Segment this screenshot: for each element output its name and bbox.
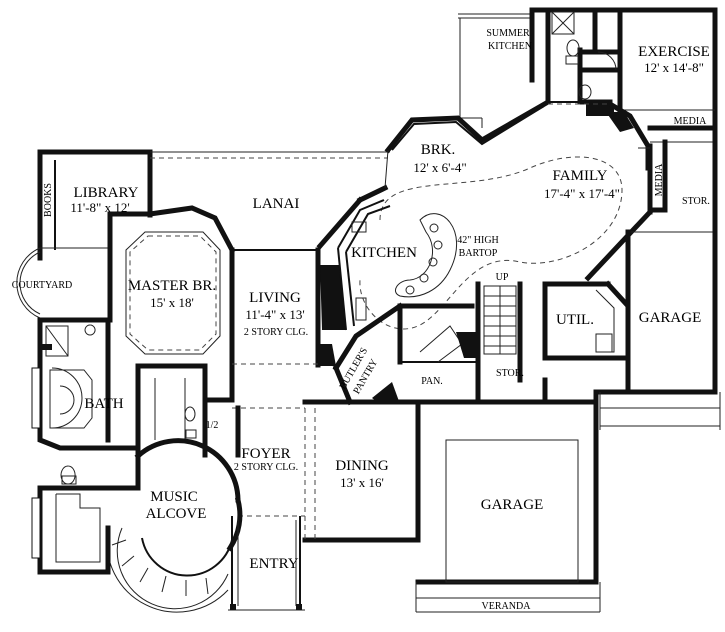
family-dimensions: 17'-4" x 17'-4" [544,186,620,201]
foyer-ceiling: 2 STORY CLG. [234,462,298,473]
kitchen-label: KITCHEN [351,245,417,261]
master-label: MASTER BR. [128,278,216,294]
music-label: MUSIC [150,489,198,505]
dining-dimensions: 13' x 16' [340,475,384,490]
summer-kitchen-label-2: KITCHEN [488,41,532,52]
exercise-dimensions: 12' x 14'-8" [644,60,704,75]
veranda-label: VERANDA [482,601,532,612]
stor-right-label: STOR. [682,196,710,207]
living-label: LIVING [249,290,301,306]
bath-label: BATH [84,396,123,412]
closet-half-bath [135,363,235,458]
music-entry [106,438,305,613]
svg-text:SUMMER: SUMMER [486,28,530,39]
svg-text:KITCHEN: KITCHEN [488,41,532,52]
stairs-up-label: UP [496,272,509,283]
summer-kitchen-label-1: SUMMER [486,28,530,39]
master-bath [31,317,141,451]
books-label: BOOKS [43,183,54,217]
garage-right-label: GARAGE [639,310,702,326]
living-room [232,247,346,368]
living-ceiling: 2 STORY CLG. [244,327,308,338]
garage-bottom [415,389,601,613]
bartop-label-2: BARTOP [459,248,498,259]
brk-label: BRK. [421,142,456,158]
half-bath-label: 1/2 [206,420,219,431]
foyer-label: FOYER [241,446,290,462]
exercise-wing [458,7,718,145]
library-label: LIBRARY [73,185,138,201]
media-side-label: MEDIA [654,163,665,197]
room-labels: SUMMER KITCHEN EXERCISE 12' x 14'-8" MED… [12,28,710,612]
stor-mid-label: STOR. [496,368,524,379]
master-dimensions: 15' x 18' [150,295,194,310]
family-brk-area [359,98,718,330]
dining-label: DINING [335,458,388,474]
bartop-label-1: 42" HIGH [457,235,499,246]
master-bedroom [107,211,235,403]
living-dimensions: 11'-4" x 13' [245,307,304,322]
exercise-label: EXERCISE [638,44,710,60]
kitchen [337,199,457,331]
family-label: FAMILY [553,168,608,184]
garage-bottom-label: GARAGE [481,497,544,513]
lower-left-room [31,445,141,575]
media-top-label: MEDIA [674,116,708,127]
pan-label: PAN. [421,376,443,387]
garage-right [593,229,721,430]
util-label: UTIL. [556,312,594,328]
courtyard-label: COURTYARD [12,280,73,291]
brk-dimensions: 12' x 6'-4" [413,160,466,175]
alcove-label: ALCOVE [146,506,207,522]
library-lanai [37,149,390,261]
entry-label: ENTRY [249,556,298,572]
lanai-label: LANAI [253,196,300,212]
library-dimensions: 11'-8" x 12' [70,200,129,215]
foyer-dining [232,399,421,543]
